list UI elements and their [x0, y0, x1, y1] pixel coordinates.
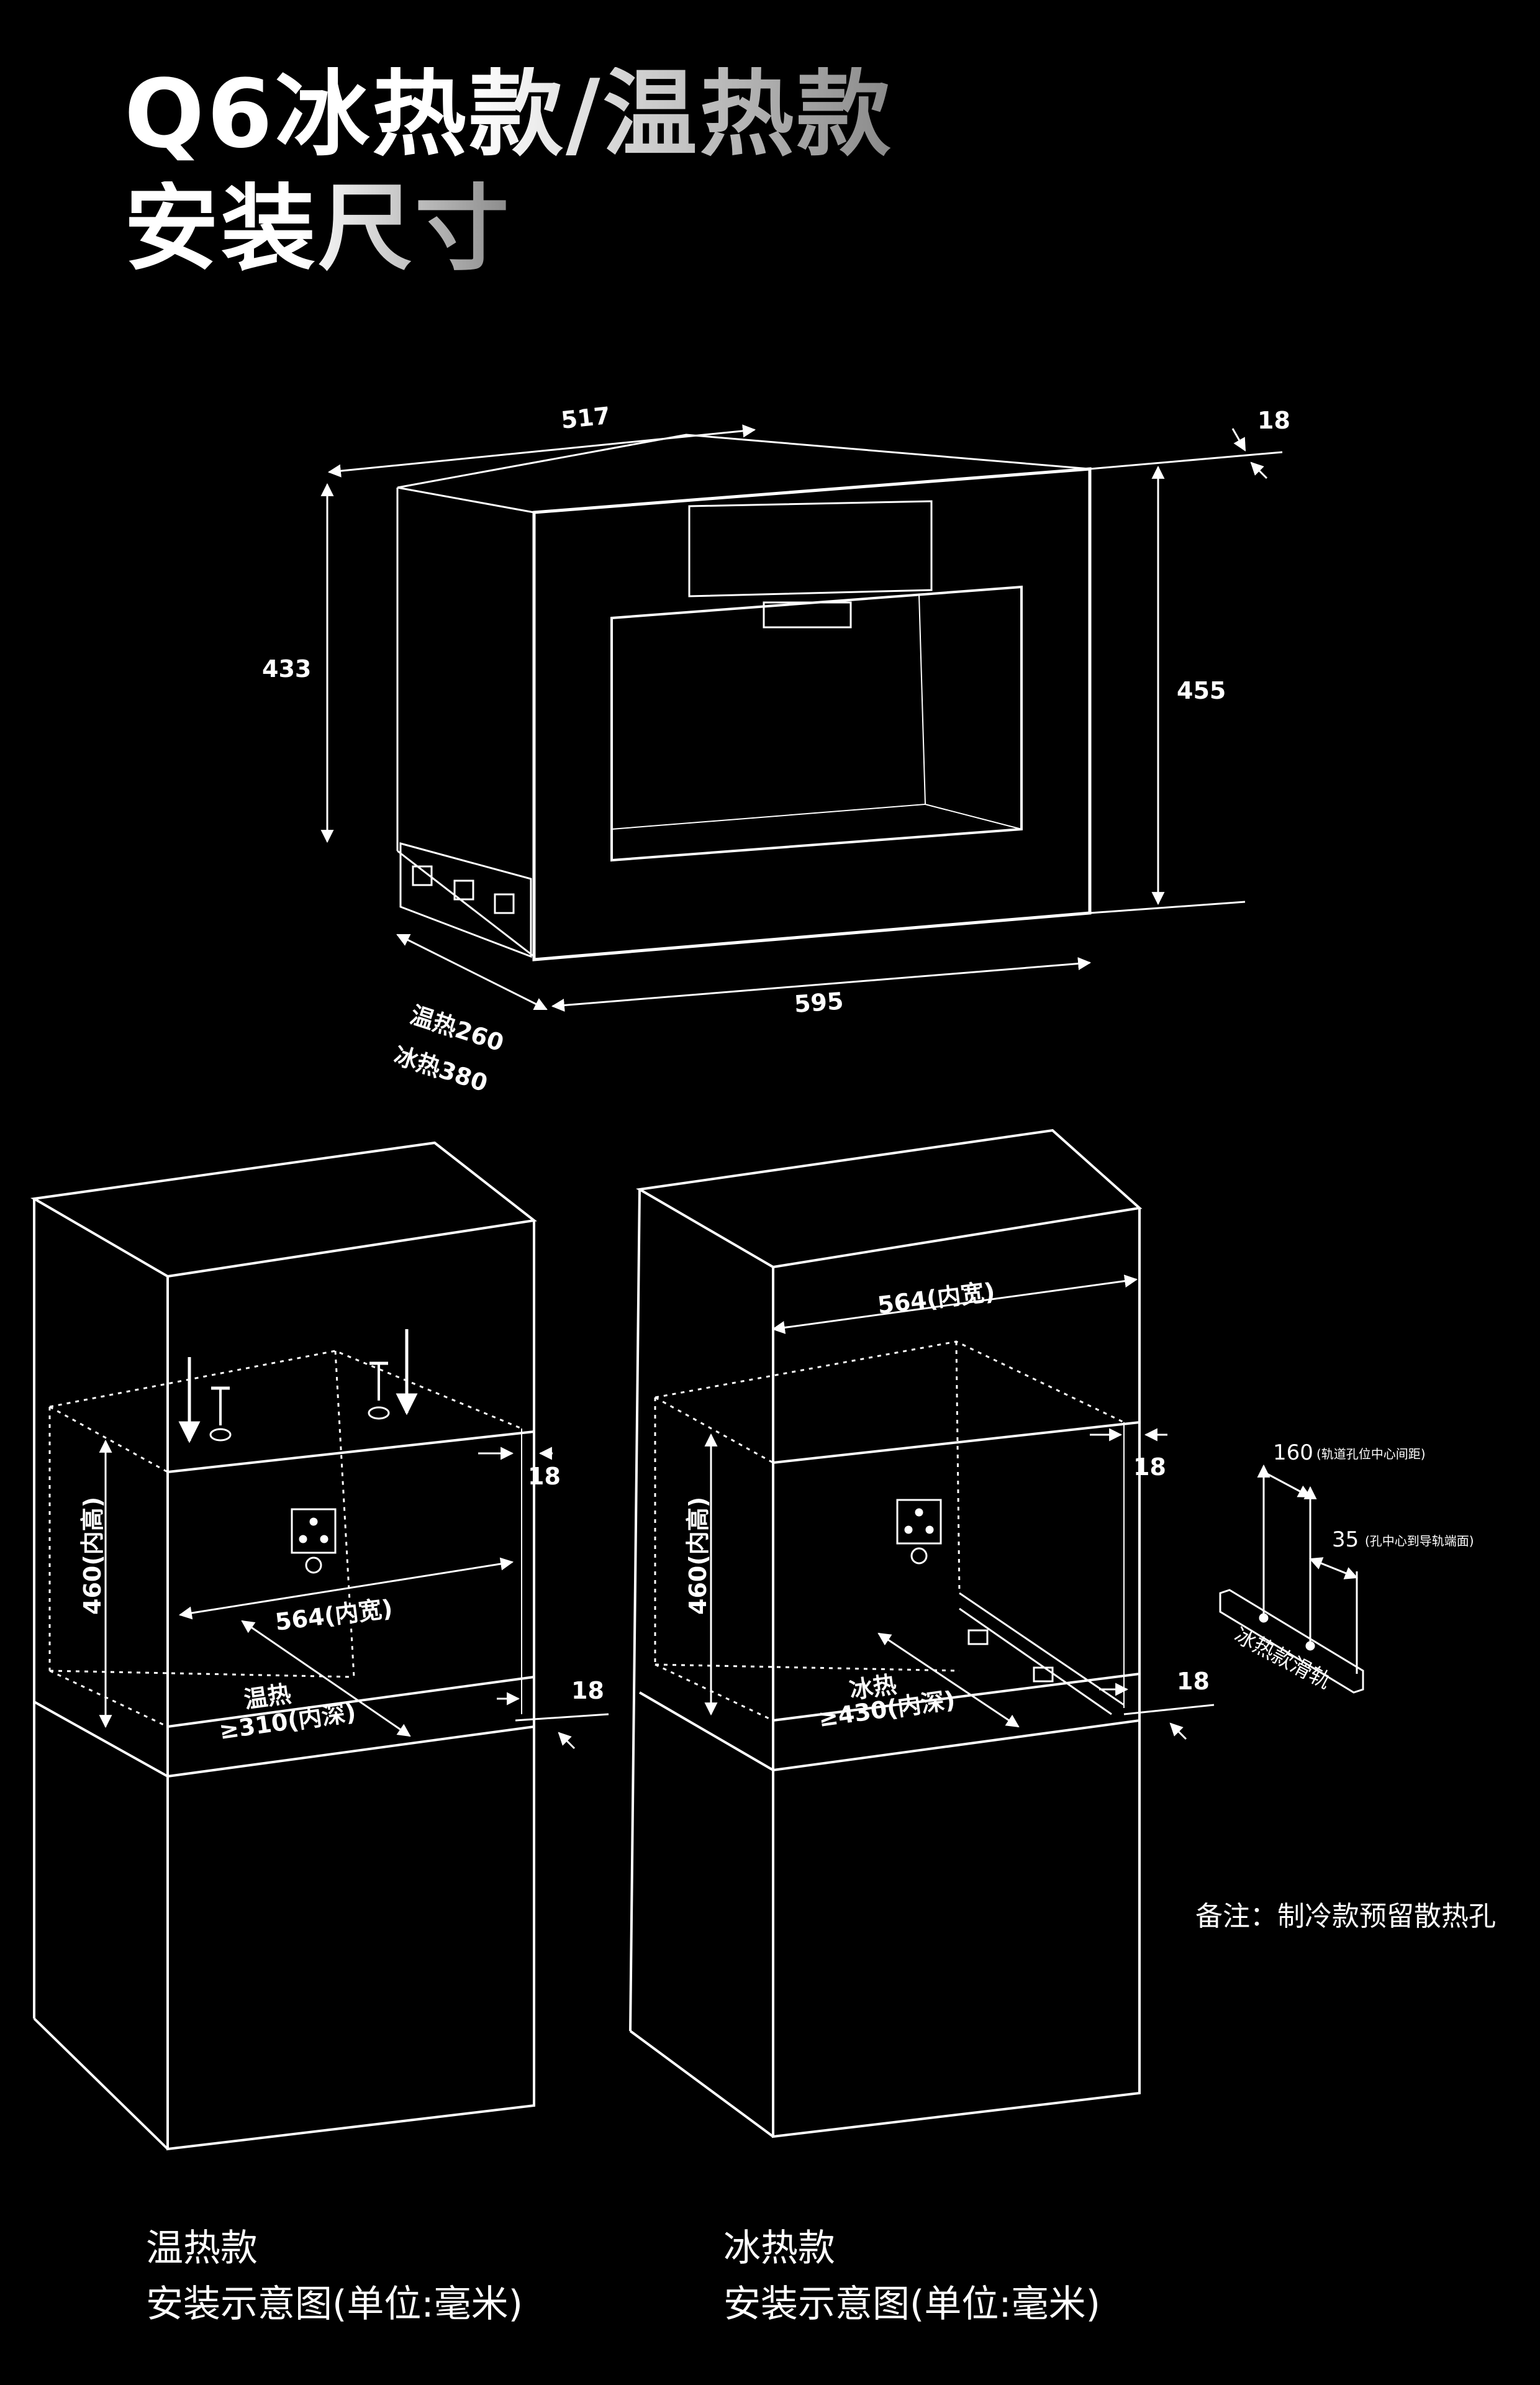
dim-offset-top: 18 — [1257, 407, 1290, 434]
dim-height-back: 433 — [262, 655, 311, 683]
warm-depth-label: 温热 — [242, 1680, 292, 1714]
cold-cabinet-dotted — [654, 1340, 1125, 1722]
page-title-line1: Q6冰热款/温热款 — [124, 59, 894, 169]
warm-caption-sub: 安装示意图(单位:毫米) — [146, 2283, 523, 2326]
warm-dimensions — [99, 1439, 609, 1750]
cold-cabinet-drawing — [629, 1129, 1143, 2138]
warm-inner-width: 564(内宽) — [274, 1594, 394, 1636]
cold-dimensions — [704, 1274, 1215, 1740]
warm-cabinet-drawing — [30, 1141, 537, 2151]
cold-inner-height: 460(内高) — [684, 1497, 712, 1615]
rail-label: 冰热款滑轨 — [1230, 1623, 1335, 1694]
cold-gap-top: 18 — [1133, 1453, 1166, 1481]
rail-spacing: 160 — [1273, 1440, 1313, 1465]
cold-caption-title: 冰热款 — [723, 2227, 835, 2270]
dim-width: 595 — [794, 988, 845, 1018]
warm-socket-icon — [291, 1508, 337, 1574]
dim-depth: 517 — [559, 402, 611, 434]
warm-inner-height: 460(内高) — [79, 1497, 106, 1615]
rail-spacing-note: (轨道孔位中心间距) — [1316, 1447, 1426, 1461]
appliance-drawing — [396, 434, 1283, 961]
dim-height-front: 455 — [1177, 677, 1226, 704]
ventilation-note: 备注：制冷款预留散热孔 — [1195, 1901, 1496, 1932]
warm-screws — [178, 1329, 418, 1443]
cold-caption-sub: 安装示意图(单位:毫米) — [723, 2283, 1101, 2326]
warm-cabinet-dotted — [48, 1350, 522, 1728]
warm-gap-top: 18 — [528, 1463, 561, 1490]
cold-depth-label: 冰热 — [848, 1671, 898, 1704]
page-title-line2: 安装尺寸 — [124, 173, 512, 283]
cold-gap-bottom: 18 — [1177, 1668, 1210, 1695]
rail-offset: 35 — [1332, 1527, 1359, 1552]
warm-caption-title: 温热款 — [146, 2227, 258, 2270]
dim-depth-cold: 冰热380 — [391, 1042, 491, 1097]
cold-socket-icon — [896, 1499, 942, 1565]
rail-drawing — [1219, 1464, 1364, 1694]
rail-offset-note: (孔中心到导轨端面) — [1365, 1533, 1474, 1548]
warm-gap-bottom: 18 — [571, 1677, 604, 1704]
appliance-dimensions — [320, 424, 1268, 1012]
cold-inner-width: 564(内宽) — [876, 1278, 997, 1319]
